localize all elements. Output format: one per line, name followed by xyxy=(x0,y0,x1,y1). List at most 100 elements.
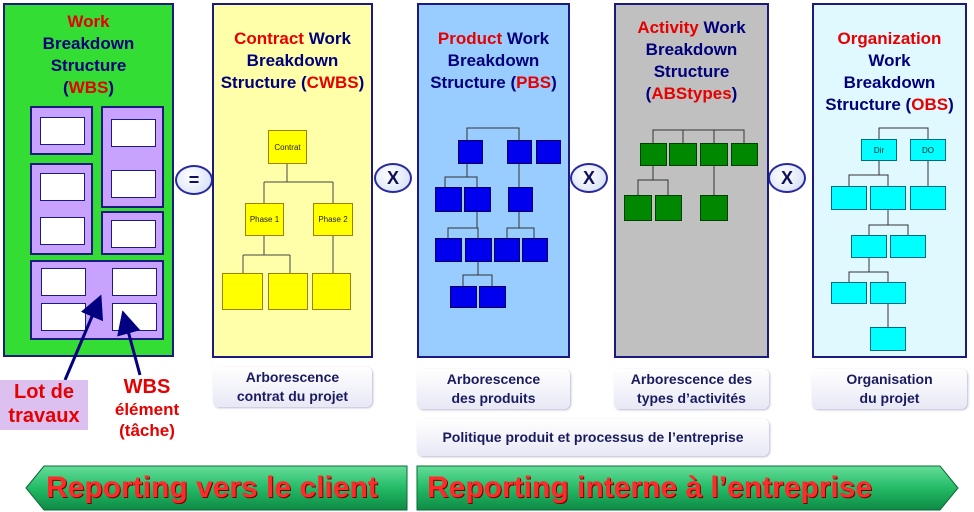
abs-node xyxy=(640,143,667,166)
obs-node xyxy=(870,186,906,210)
banner-left: Reporting vers le client xyxy=(0,464,410,512)
pbs-node xyxy=(435,238,462,262)
wbs-element-box xyxy=(111,220,156,248)
abs-title: Activity Work Breakdown Structure (ABSty… xyxy=(616,17,767,105)
wbs-group-box xyxy=(30,163,93,255)
cwbs-node-phase2: Phase 2 xyxy=(313,203,353,236)
obs-caption: Organisation du projet xyxy=(812,369,967,409)
cwbs-node xyxy=(268,273,308,310)
wbs-element-arrow xyxy=(117,310,142,376)
wbs-acronym: WBS xyxy=(68,78,109,97)
banner-right-text: Reporting interne à l’entreprise xyxy=(427,471,873,504)
pbs-acronym: PBS xyxy=(516,73,552,92)
abs-node xyxy=(624,195,652,221)
obs-title-line3: Breakdown xyxy=(843,73,936,92)
abs-title-line3: Structure xyxy=(653,62,730,81)
obs-node xyxy=(890,235,926,258)
cwbs-caption: Arborescence contrat du projet xyxy=(213,367,372,407)
wbs-element-box xyxy=(40,173,85,201)
pbs-node xyxy=(536,140,561,164)
abs-title-line2: Breakdown xyxy=(645,40,738,59)
pbs-node xyxy=(435,187,462,212)
pbs-node xyxy=(464,187,491,212)
cwbs-node-root: Contrat xyxy=(268,130,307,164)
abs-title-line4: (ABStypes) xyxy=(645,84,738,103)
wbs-element-label: WBS élément (tâche) xyxy=(104,375,190,441)
pbs-node xyxy=(507,140,532,164)
wbs-element-box xyxy=(41,268,86,296)
cwbs-node xyxy=(222,273,263,310)
cwbs-node xyxy=(312,273,351,310)
obs-title-line4: Structure (OBS) xyxy=(825,95,954,114)
banner-right-arrow xyxy=(416,465,959,511)
obs-node xyxy=(870,327,906,351)
lot-de-travaux-arrow xyxy=(63,294,104,381)
lot-de-text: Lot de xyxy=(14,381,74,403)
abs-node xyxy=(731,143,758,166)
obs-title-line2: Work xyxy=(868,51,911,70)
obs-node xyxy=(831,282,867,304)
pbs-node xyxy=(494,238,520,262)
banner-left-text: Reporting vers le client xyxy=(46,471,378,504)
abs-node xyxy=(669,143,697,166)
pbs-caption: Arborescence des produits xyxy=(417,369,570,409)
abs-node xyxy=(700,195,728,221)
abs-node xyxy=(655,195,682,221)
obs-node-a: Dir xyxy=(861,139,897,161)
obs-node xyxy=(831,186,867,210)
wbs-group-box xyxy=(101,106,164,208)
wbs-title-line3: Structure xyxy=(50,56,127,75)
abs-acronym: ABStypes xyxy=(651,84,732,103)
pbs-node xyxy=(508,187,533,212)
obs-node xyxy=(851,235,887,258)
times-operator-3: X xyxy=(768,163,806,193)
obs-acronym: OBS xyxy=(911,95,949,114)
cwbs-title-line1: Contract Work xyxy=(234,29,351,48)
pbs-title-line1: Product Work xyxy=(437,29,550,48)
wbs-element-box xyxy=(112,268,157,296)
wbs-element-box xyxy=(111,119,156,147)
wbs-element-title: WBS xyxy=(123,376,171,398)
wbs-element-box xyxy=(111,170,156,198)
cwbs-title-line3: Structure (CWBS) xyxy=(220,73,365,92)
travaux-text: travaux xyxy=(8,405,80,427)
pbs-node xyxy=(465,238,492,262)
lot-de-travaux-label: Lot de travaux xyxy=(0,380,88,430)
banner-right: Reporting interne à l’entreprise xyxy=(417,464,974,512)
pbs-title: Product Work Breakdown Structure (PBS) xyxy=(419,28,568,94)
times-operator-1: X xyxy=(374,163,412,193)
pbs-title-line3: Structure (PBS) xyxy=(430,73,557,92)
wbs-title-line2: Breakdown xyxy=(42,34,135,53)
banner-shapes xyxy=(25,465,959,511)
abs-caption: Arborescence des types d’activités xyxy=(614,369,769,409)
times-operator-2: X xyxy=(570,163,608,193)
pbs-node xyxy=(450,286,477,308)
cwbs-node-phase1: Phase 1 xyxy=(245,203,284,236)
wbs-element-box xyxy=(41,303,86,331)
obs-node-b: DO xyxy=(910,139,946,161)
cwbs-acronym: CWBS xyxy=(306,73,359,92)
wbs-title-line1: Work xyxy=(67,12,110,31)
wbs-element-box xyxy=(40,117,85,145)
tache-text: (tâche) xyxy=(119,421,175,440)
politique-caption: Politique produit et processus de l’entr… xyxy=(417,419,769,456)
wbs-element-box xyxy=(40,217,85,245)
cwbs-title: Contract Work Breakdown Structure (CWBS) xyxy=(214,28,371,94)
pbs-node xyxy=(458,140,483,164)
wbs-group-box xyxy=(101,211,164,255)
banner-left-arrow xyxy=(25,465,408,511)
wbs-group-box xyxy=(30,106,93,155)
abs-node xyxy=(700,143,728,166)
pbs-node xyxy=(522,238,548,262)
obs-title-line1: Organization xyxy=(837,29,942,48)
abs-title-line1: Activity Work xyxy=(637,18,746,37)
obs-node xyxy=(910,186,946,210)
obs-title: Organization Work Breakdown Structure (O… xyxy=(814,28,965,116)
wbs-title: Work Breakdown Structure (WBS) xyxy=(5,11,172,99)
element-text: élément xyxy=(114,400,180,419)
